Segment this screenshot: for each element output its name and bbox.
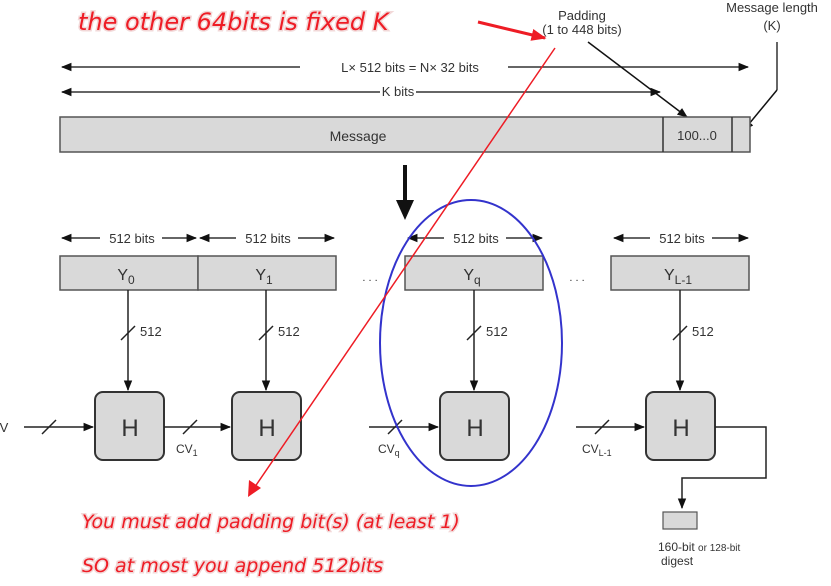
block-width-1: 512 bits — [198, 231, 336, 246]
iv-label: IV — [0, 420, 9, 435]
block-y1 — [197, 255, 337, 291]
svg-text:512 bits: 512 bits — [453, 231, 499, 246]
red-annotation-arrowhead — [248, 480, 261, 497]
block-yl1-label: YL-1 — [664, 267, 692, 287]
ellipsis-2: . . . — [569, 272, 584, 284]
padding-pointer — [587, 41, 688, 118]
hash-label-q: H — [466, 415, 483, 442]
block-y0-label: Y0 — [117, 267, 135, 287]
total-length-label: L× 512 bits = N× 32 bits — [341, 60, 479, 75]
message-length-k-label: (K) — [763, 18, 780, 33]
cv1-label: CV1 — [176, 442, 198, 458]
bottom-annotation-line2: SO at most you append 512bits — [82, 555, 383, 577]
red-annotation-line — [249, 47, 556, 495]
hash-label-l1: H — [672, 415, 689, 442]
block-width-q: 512 bits — [406, 231, 544, 246]
k-bits-label: K bits — [382, 84, 415, 99]
padding-value: 100...0 — [677, 128, 717, 143]
block-yq-label: Yq — [463, 267, 480, 287]
block-y1-label: Y1 — [255, 267, 273, 287]
cvl1-label: CVL-1 — [582, 442, 612, 458]
hash-box-1 — [231, 391, 302, 461]
hash-label-0: H — [121, 415, 138, 442]
block-width-0: 512 bits — [60, 231, 198, 246]
bottom-annotation-line1: You must add padding bit(s) (at least 1) — [82, 511, 460, 533]
svg-text:512 bits: 512 bits — [109, 231, 155, 246]
top-annotation: the other 64bits is fixed K — [78, 8, 391, 36]
message-bar — [59, 116, 751, 153]
highlight-ellipse — [379, 199, 563, 487]
svg-text:512 bits: 512 bits — [245, 231, 291, 246]
block-yl1 — [610, 255, 750, 291]
ellipsis-1: . . . — [362, 272, 377, 284]
block-yq — [404, 255, 544, 291]
block-width-l1: 512 bits — [612, 231, 750, 246]
width-label-q: 512 — [486, 324, 508, 339]
hash-label-1: H — [258, 415, 275, 442]
width-label-l1: 512 — [692, 324, 714, 339]
top-annotation-arrow — [477, 20, 547, 41]
digest-label-line1: 160-bit or 128-bit — [658, 540, 741, 554]
width-label-0: 512 — [140, 324, 162, 339]
padding-range-label: (1 to 448 bits) — [542, 22, 622, 37]
message-label: Message — [330, 128, 387, 144]
width-label-1: 512 — [278, 324, 300, 339]
padding-label: Padding — [558, 8, 606, 23]
hash-box-0 — [94, 391, 165, 461]
digest-box — [662, 511, 698, 530]
message-length-label: Message length — [726, 0, 818, 15]
digest-label-line2: digest — [661, 554, 694, 568]
hash-box-q — [439, 391, 510, 461]
block-y0 — [59, 255, 199, 291]
hash-box-l1 — [645, 391, 716, 461]
cvq-label: CVq — [378, 442, 400, 458]
svg-text:512 bits: 512 bits — [659, 231, 705, 246]
